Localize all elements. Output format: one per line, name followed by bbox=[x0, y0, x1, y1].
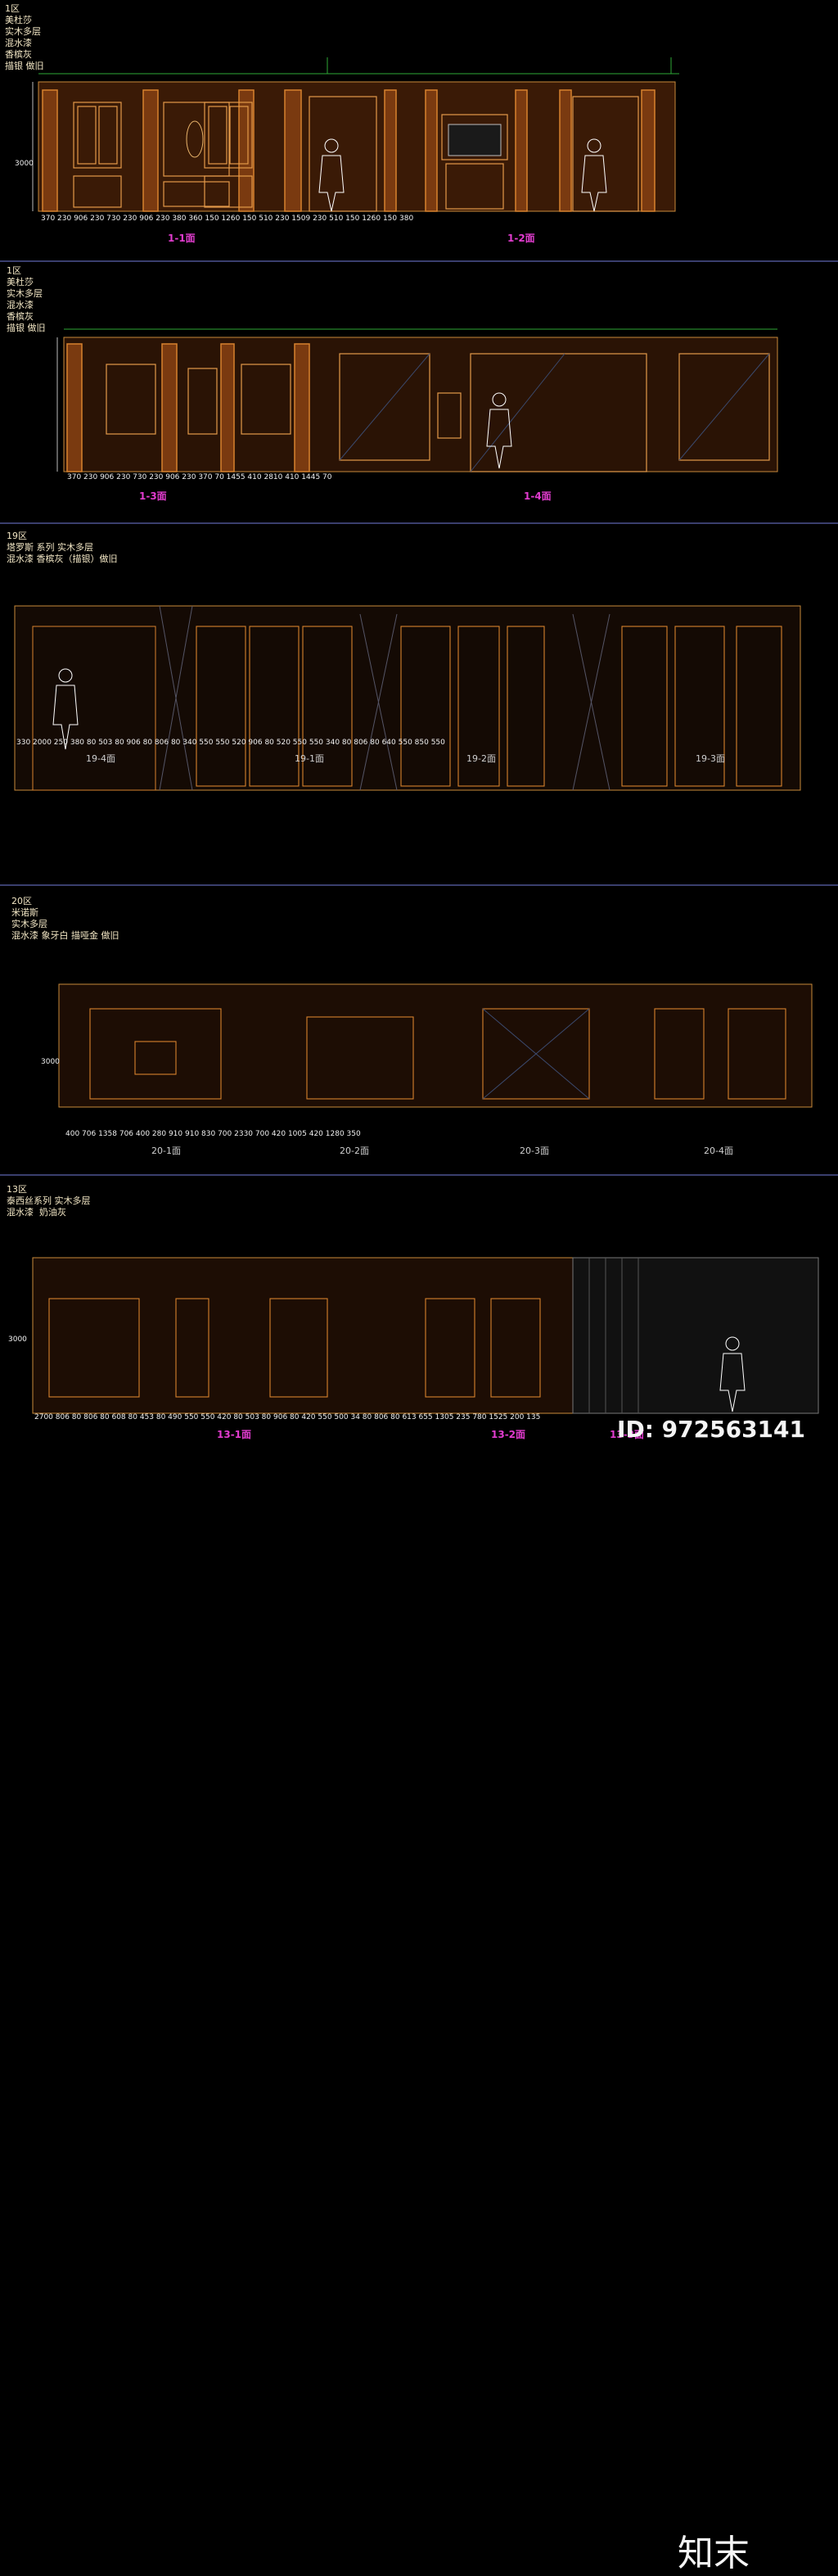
dimension-line: 370 230 906 230 730 230 906 230 370 70 1… bbox=[67, 473, 332, 481]
dimension-line: 330 2000 250 380 80 503 80 906 80 806 80… bbox=[16, 739, 445, 747]
view-label: 13-3面 bbox=[610, 1429, 645, 1440]
zone-label: 20区 米诺斯 实木多层 混水漆 象牙白 描哑金 做旧 bbox=[11, 896, 119, 941]
section-divider bbox=[0, 260, 838, 262]
dimension-line: 400 706 1358 706 400 280 910 910 830 700… bbox=[65, 1130, 361, 1138]
view-label: 20-4面 bbox=[704, 1146, 733, 1156]
elevation-drawing bbox=[32, 1257, 819, 1414]
view-label: 19-2面 bbox=[466, 753, 496, 764]
height-dimension: 3000 bbox=[15, 160, 34, 168]
elevation-panel-4: 20区 米诺斯 实木多层 混水漆 象牙白 描哑金 做旧 400 706 1358… bbox=[0, 886, 838, 1174]
view-label: 20-3面 bbox=[520, 1146, 549, 1156]
elevation-panel-5: 13区 泰西丝系列 实木多层 混水漆 奶油灰 2700 806 80 806 8… bbox=[0, 1176, 838, 2574]
dimension-line: 370 230 906 230 730 230 906 230 380 360 … bbox=[41, 215, 414, 223]
brand-mark: 知末 bbox=[678, 2533, 750, 2574]
view-label: 19-1面 bbox=[295, 753, 324, 764]
elevation-drawing bbox=[14, 605, 801, 791]
view-label: 20-2面 bbox=[340, 1146, 369, 1156]
view-label: 20-1面 bbox=[151, 1146, 181, 1156]
zone-label: 13区 泰西丝系列 实木多层 混水漆 奶油灰 bbox=[7, 1184, 91, 1218]
view-label: 1-1面 bbox=[168, 233, 196, 244]
section-divider bbox=[0, 1174, 838, 1176]
elevation-drawing bbox=[56, 328, 778, 472]
section-divider bbox=[0, 522, 838, 524]
zone-label: 1区 美杜莎 实木多层 混水漆 香槟灰 描银 做旧 bbox=[7, 265, 46, 333]
elevation-panel-3: 19区 塔罗斯 系列 实木多层 混水漆 香槟灰（描银）做旧 330 2000 2… bbox=[0, 524, 838, 884]
view-label: 1-2面 bbox=[507, 233, 535, 244]
height-dimension: 3000 bbox=[8, 1335, 27, 1344]
elevation-drawing bbox=[32, 57, 679, 212]
elevation-drawing bbox=[58, 983, 813, 1108]
dimension-line: 2700 806 80 806 80 608 80 453 80 490 550… bbox=[34, 1413, 541, 1421]
zone-label: 1区 美杜莎 实木多层 混水漆 香槟灰 描银 做旧 bbox=[5, 3, 44, 71]
view-label: 13-1面 bbox=[217, 1429, 252, 1440]
height-dimension: 3000 bbox=[41, 1058, 60, 1066]
section-divider bbox=[0, 884, 838, 886]
view-label: 1-3面 bbox=[139, 490, 167, 502]
view-label: 19-3面 bbox=[696, 753, 725, 764]
elevation-panel-2: 1区 美杜莎 实木多层 混水漆 香槟灰 描银 做旧 370 230 906 23… bbox=[0, 262, 838, 522]
elevation-panel-1: 1区 美杜莎 实木多层 混水漆 香槟灰 描银 做旧 370 230 90 bbox=[0, 0, 838, 260]
view-label: 1-4面 bbox=[524, 490, 552, 502]
view-label: 13-2面 bbox=[491, 1429, 526, 1440]
id-text: ID: 972563141 bbox=[617, 1416, 805, 1443]
view-label: 19-4面 bbox=[86, 753, 115, 764]
zone-label: 19区 塔罗斯 系列 实木多层 混水漆 香槟灰（描银）做旧 bbox=[7, 531, 118, 564]
